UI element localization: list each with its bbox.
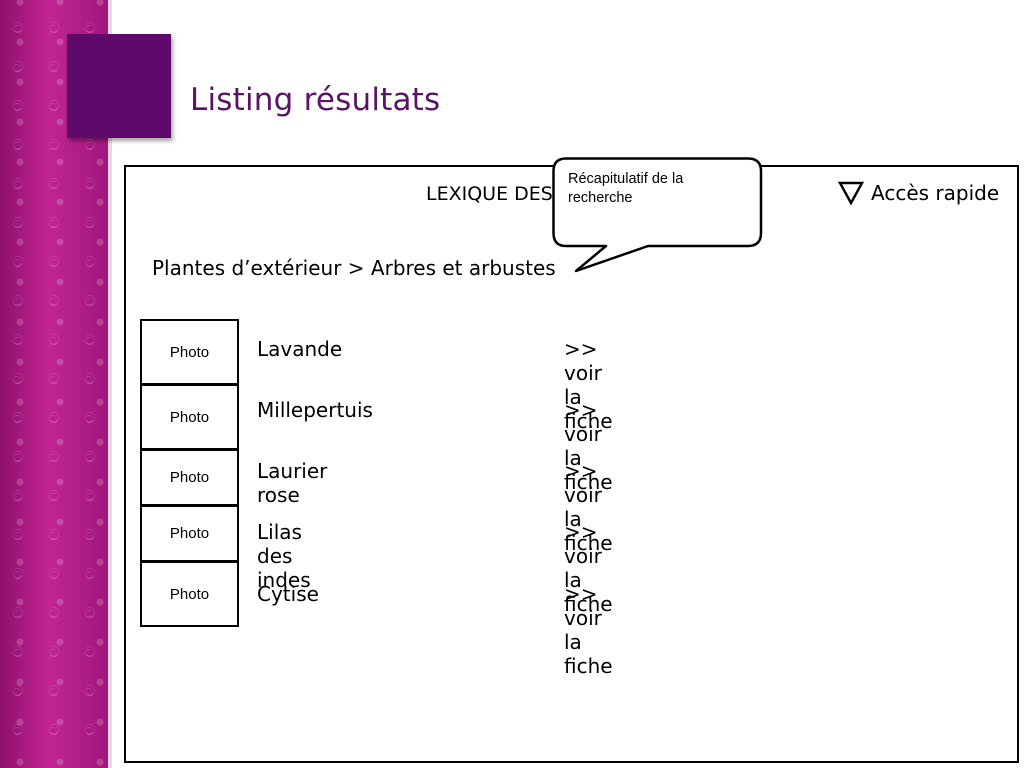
view-sheet-link[interactable]: >> voir la fiche <box>564 520 613 616</box>
speech-bubble-shape <box>552 157 763 273</box>
view-sheet-link[interactable]: >> voir la fiche <box>564 459 613 555</box>
view-sheet-link[interactable]: >> voir la fiche <box>564 337 613 433</box>
result-photo-placeholder: Photo <box>140 561 239 627</box>
result-photo-placeholder: Photo <box>140 505 239 562</box>
view-sheet-link[interactable]: >> voir la fiche <box>564 582 613 678</box>
lexicon-heading: LEXIQUE DES <box>426 183 553 205</box>
breadcrumb[interactable]: Plantes d’extérieur > Arbres et arbustes <box>152 256 556 280</box>
title-accent-square <box>67 34 171 138</box>
view-sheet-link[interactable]: >> voir la fiche <box>564 398 613 494</box>
side-strip-edge <box>108 0 112 768</box>
search-summary-callout: Récapitulatif de la recherche <box>552 157 763 273</box>
quick-access-label: Accès rapide <box>871 181 1000 205</box>
triangle-down-icon <box>838 181 864 205</box>
result-photo-placeholder: Photo <box>140 319 239 385</box>
result-plant-name: Millepertuis <box>257 398 373 422</box>
result-plant-name: Lilas des indes <box>257 520 311 592</box>
result-plant-name: Laurier rose <box>257 459 328 507</box>
quick-access-menu[interactable]: Accès rapide <box>838 181 999 205</box>
wireframe-frame <box>124 165 1019 763</box>
result-plant-name: Lavande <box>257 337 343 361</box>
result-photo-placeholder: Photo <box>140 449 239 506</box>
result-plant-name: Cytise <box>257 582 319 606</box>
result-photo-placeholder: Photo <box>140 384 239 450</box>
slide-title: Listing résultats <box>190 82 441 118</box>
callout-text: Récapitulatif de la recherche <box>568 171 684 206</box>
